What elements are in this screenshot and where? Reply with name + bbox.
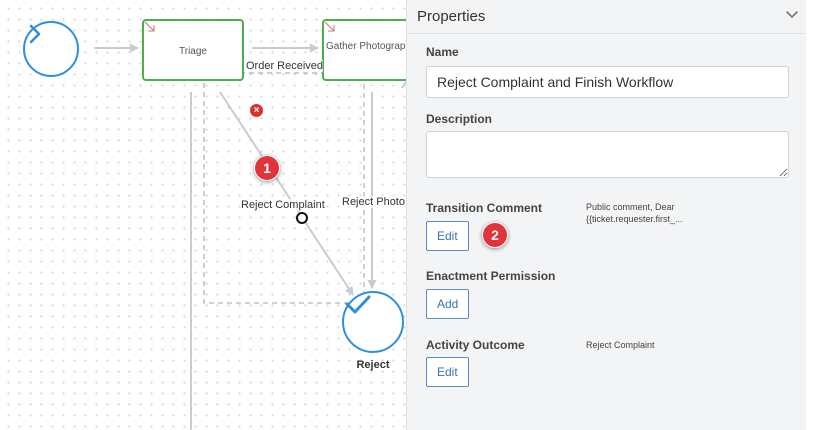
panel-divider xyxy=(407,33,806,34)
activity-outcome-label: Activity Outcome xyxy=(426,338,525,352)
reject-photo-label: Reject Photo xyxy=(342,196,405,208)
gather-evidence-label: Gather Photographic Evidence xyxy=(326,41,406,52)
panel-title: Properties xyxy=(417,8,486,25)
error-icon: × xyxy=(250,104,263,117)
arrow-down-right-icon xyxy=(144,21,155,32)
reject-complaint-connector[interactable] xyxy=(219,91,354,296)
activity-outcome-value: Reject Complaint xyxy=(586,340,655,350)
transition-comment-preview-line1: Public comment, Dear xyxy=(586,202,675,212)
chevron-right-icon xyxy=(29,24,41,44)
name-label: Name xyxy=(426,45,459,59)
gather-evidence-task-node[interactable]: Gather Photographic Evidence xyxy=(322,19,406,81)
workflow-connectors xyxy=(94,43,406,430)
triage-task-node[interactable]: Triage xyxy=(142,19,244,81)
arrow-down-right-icon xyxy=(324,21,335,32)
transition-comment-preview-line2: {{ticket.requester.first_... xyxy=(586,214,683,224)
triage-label: Triage xyxy=(179,46,207,57)
offscreen-connector xyxy=(401,81,406,89)
chevron-down-icon[interactable] xyxy=(784,7,800,23)
name-input[interactable] xyxy=(426,66,789,98)
activity-outcome-edit-button[interactable]: Edit xyxy=(426,357,469,387)
enactment-permission-add-button[interactable]: Add xyxy=(426,289,470,319)
callout-badge-2: 2 xyxy=(482,222,508,248)
connector-waypoint-handle[interactable] xyxy=(296,212,308,224)
enactment-permission-label: Enactment Permission xyxy=(426,269,556,283)
properties-panel: Properties Name Description Transition C… xyxy=(406,0,806,430)
start-node[interactable] xyxy=(23,21,79,77)
reject-complaint-label: Reject Complaint xyxy=(241,199,325,211)
transition-comment-edit-button[interactable]: Edit xyxy=(426,221,469,251)
selection-box xyxy=(203,72,365,304)
description-label: Description xyxy=(426,112,493,126)
description-input[interactable] xyxy=(426,131,789,178)
right-edge-strip xyxy=(806,0,814,430)
checkmark-icon xyxy=(345,295,371,314)
workflow-canvas[interactable]: Triage Gather Photographic Evidence Orde… xyxy=(0,0,406,430)
transition-comment-preview: Public comment, Dear {{ticket.requester.… xyxy=(586,201,683,225)
transition-comment-label: Transition Comment xyxy=(426,201,543,215)
reject-end-node[interactable] xyxy=(342,291,404,353)
reject-end-label: Reject xyxy=(356,359,390,371)
callout-badge-1: 1 xyxy=(254,155,280,181)
order-received-label: Order Received xyxy=(246,60,324,72)
